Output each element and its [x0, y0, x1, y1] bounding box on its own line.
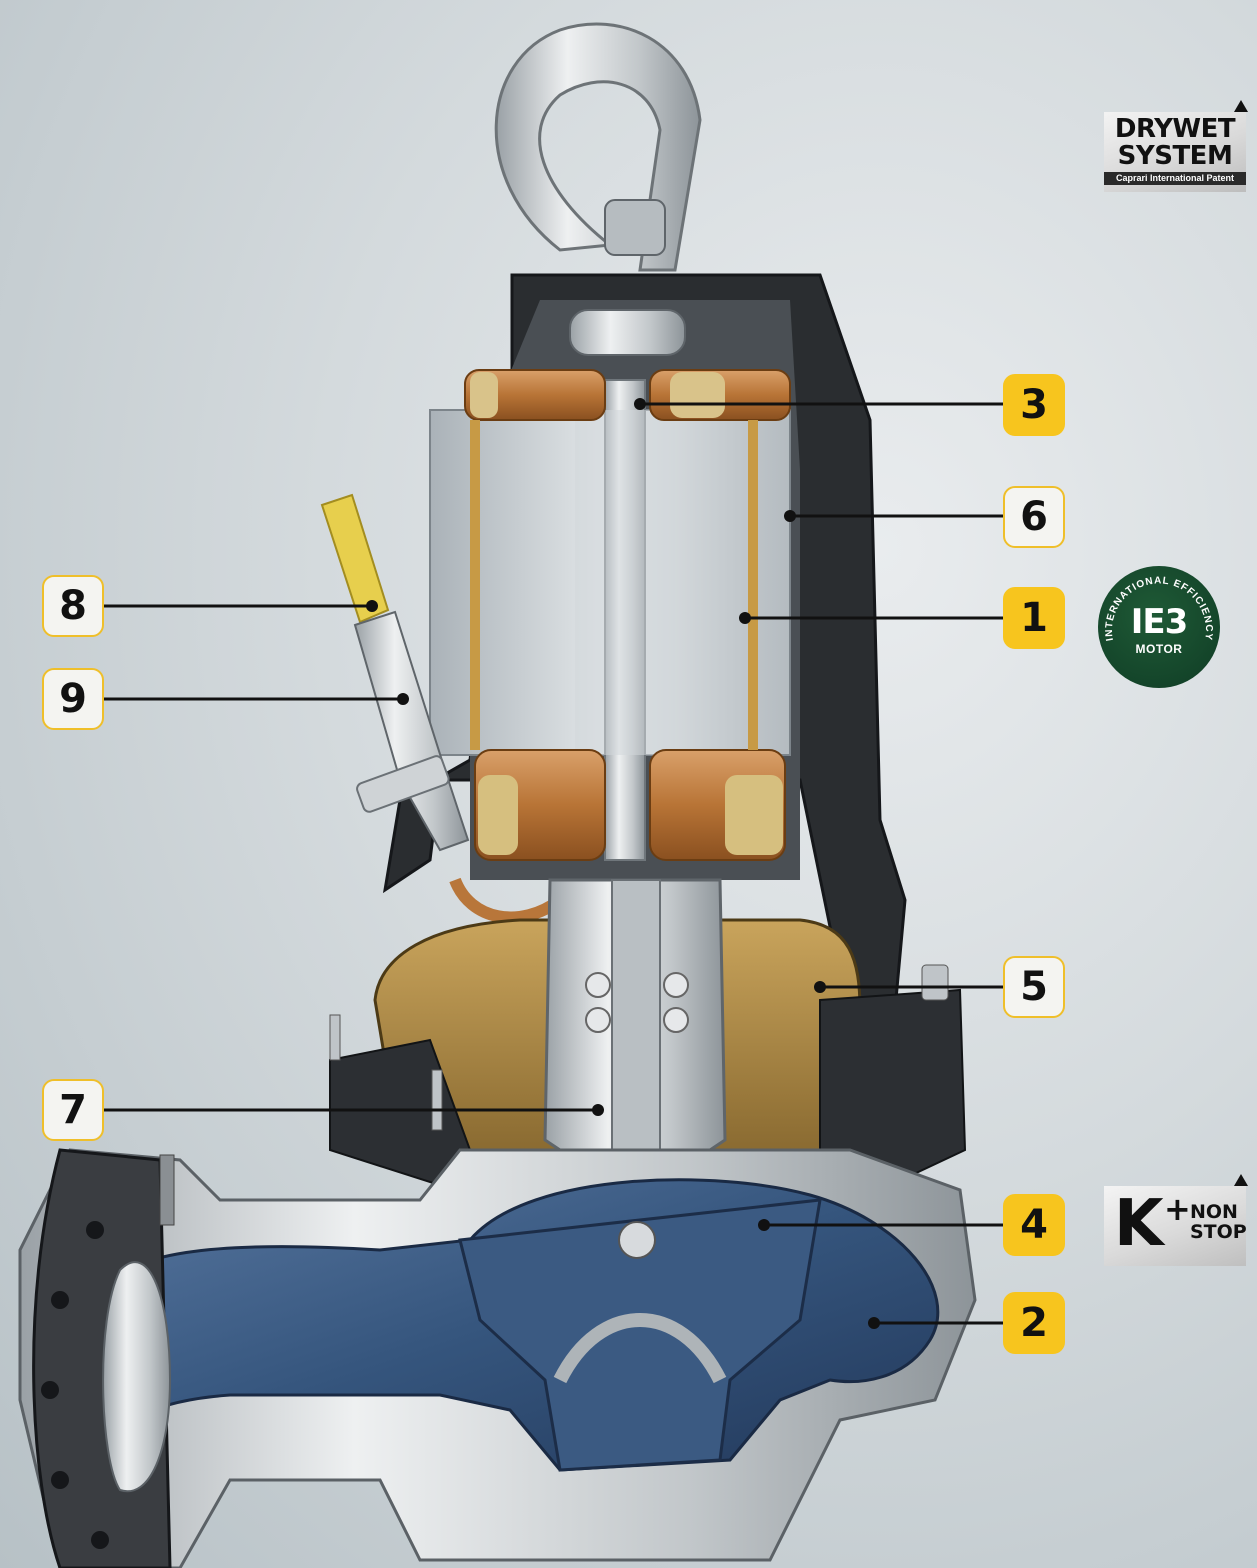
callout-7: 7 [42, 1079, 104, 1141]
leader-dot-4 [758, 1219, 770, 1231]
impeller [458, 1198, 822, 1472]
leader-lines [104, 402, 1003, 1325]
ie3-motor-label: MOTOR [1135, 642, 1183, 656]
drywet-system-badge: DRYWET SYSTEM Caprari International Pate… [1104, 100, 1248, 192]
callout-8: 8 [42, 575, 104, 637]
callout-4: 4 [1003, 1194, 1065, 1256]
knon-stop: STOP [1190, 1221, 1247, 1243]
callout-6: 6 [1003, 486, 1065, 548]
leader-dot-2 [868, 1317, 880, 1329]
knon-plus: + [1164, 1190, 1191, 1228]
ie3-label: IE3 [1130, 602, 1189, 642]
leader-dot-8 [366, 600, 378, 612]
leader-dot-7 [592, 1104, 604, 1116]
leader-dot-6 [784, 510, 796, 522]
leader-dot-1 [739, 612, 751, 624]
power-cable [320, 493, 390, 624]
callout-3: 3 [1003, 374, 1065, 436]
leader-dot-9 [397, 693, 409, 705]
callout-9: 9 [42, 668, 104, 730]
lifting-handle [494, 22, 702, 272]
leader-dot-5 [814, 981, 826, 993]
drywet-line2: SYSTEM [1117, 141, 1233, 171]
callout-2: 2 [1003, 1292, 1065, 1354]
badge-corner-triangle-icon [1234, 100, 1248, 112]
leader-dots [366, 398, 880, 1329]
k-plus-non-stop-badge: K + NON STOP [1104, 1174, 1248, 1266]
knon-non: NON [1190, 1201, 1238, 1223]
leader-dot-3 [634, 398, 646, 410]
ie3-ring-text: INTERNATIONAL EFFICIENCY [1104, 575, 1213, 641]
drywet-patent: Caprari International Patent [1104, 172, 1246, 185]
callout-1: 1 [1003, 587, 1065, 649]
knon-k: K [1114, 1187, 1164, 1261]
callout-5: 5 [1003, 956, 1065, 1018]
ie3-motor-badge: INTERNATIONAL EFFICIENCY IE3 MOTOR [1098, 566, 1220, 688]
badge-corner-triangle-icon [1234, 1174, 1248, 1186]
drywet-line1: DRYWET [1114, 114, 1236, 144]
